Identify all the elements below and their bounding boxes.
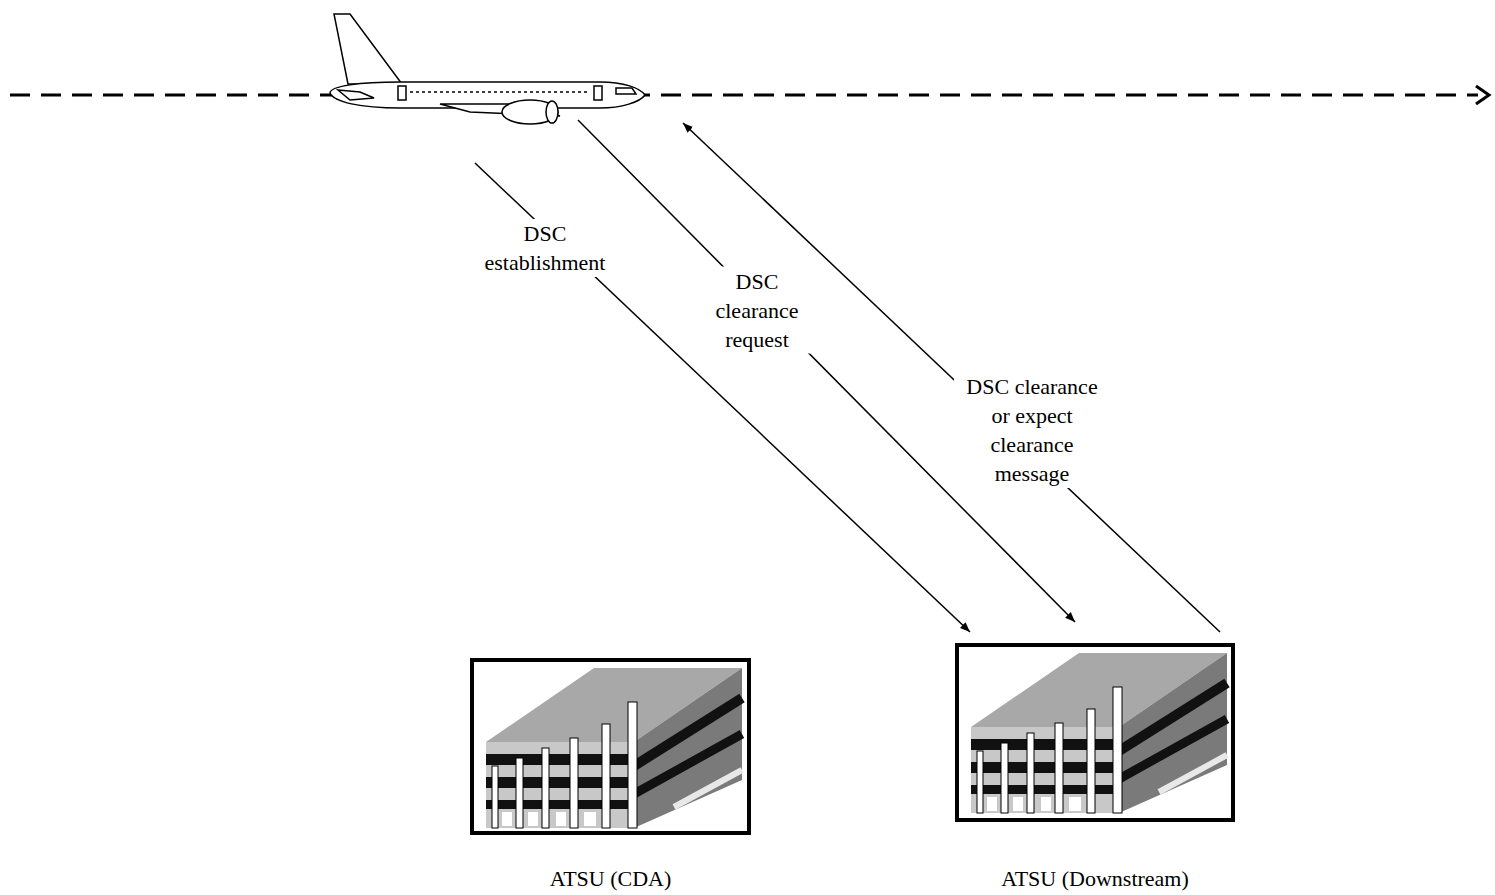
message-line [683,123,1220,632]
message-label: DSC clearance or expect clearance messag… [954,372,1110,488]
building-frame [470,658,751,835]
aircraft [330,14,645,124]
unit-label: ATSU (CDA) [550,866,672,892]
message-line [578,120,1075,622]
message-label: DSC clearance request [695,267,819,354]
building-frame [955,643,1235,822]
flight-path [10,94,1478,97]
message-label: DSC establishment [467,219,623,277]
flight-path-arrow [1476,86,1489,104]
building-icon [971,653,1227,813]
atsu-building: ATSU (CDA) [470,658,751,835]
atsu-building: ATSU (Downstream) [955,643,1235,822]
unit-label: ATSU (Downstream) [1001,866,1189,892]
building-icon [486,668,742,828]
